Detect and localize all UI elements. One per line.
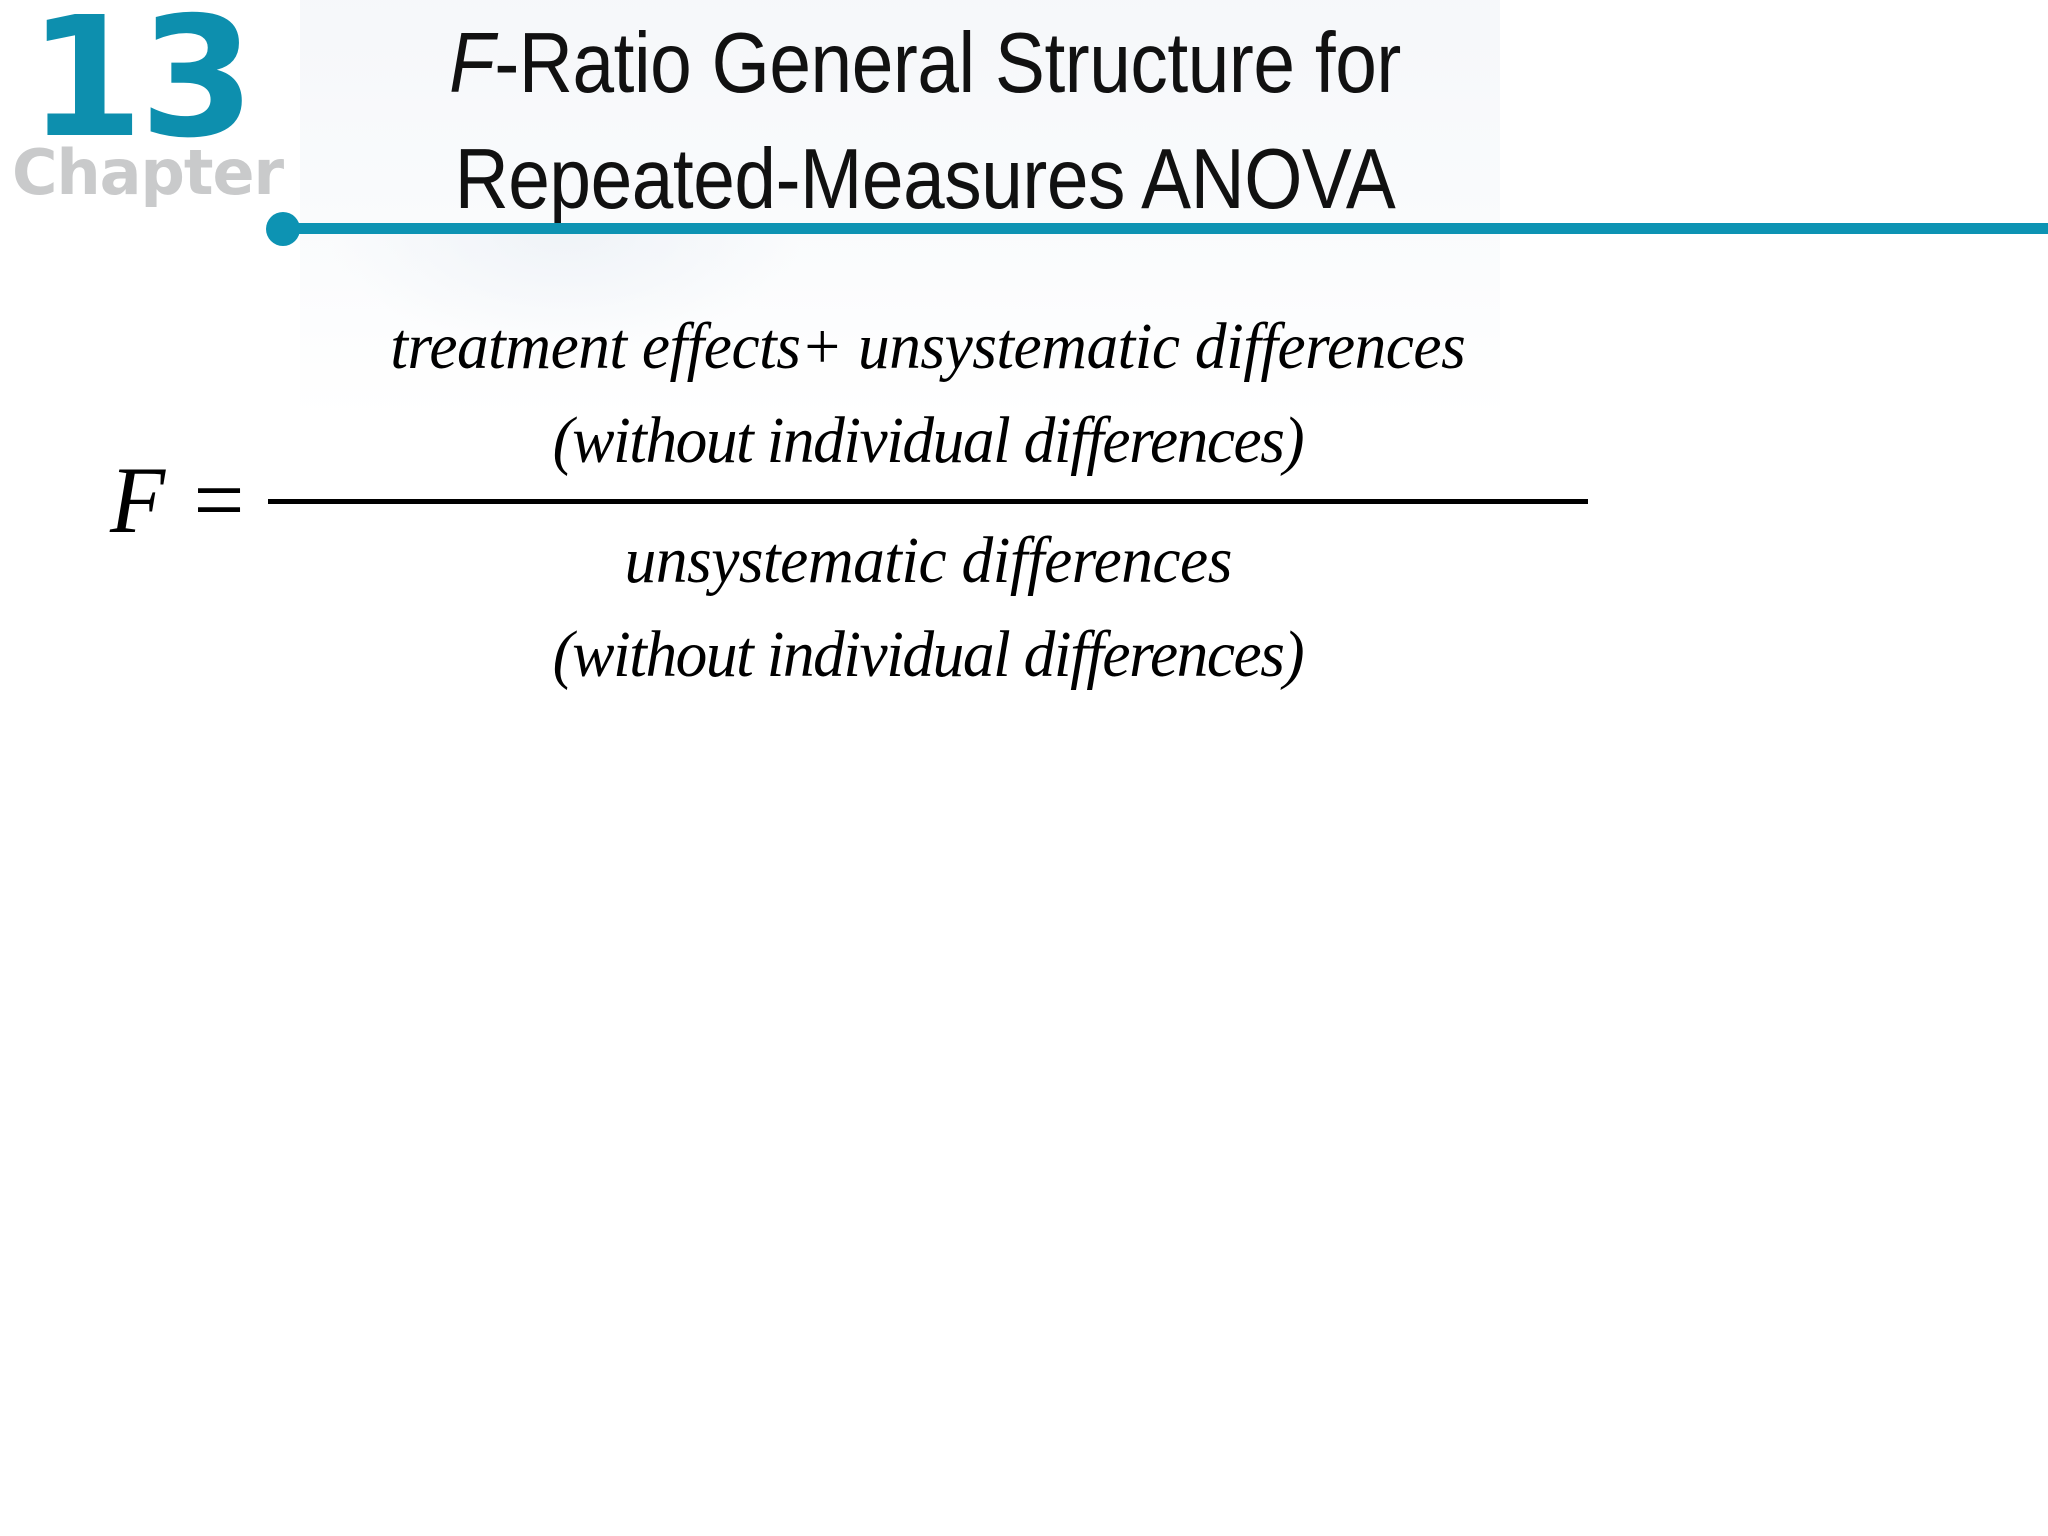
page-title-italic-f: F	[449, 16, 495, 111]
numerator-line-1: treatment effects+ unsystematic differen…	[390, 310, 1466, 383]
accent-divider	[266, 212, 2048, 252]
fraction-numerator: treatment effects+ unsystematic differen…	[268, 300, 1588, 487]
chapter-label: Chapter	[12, 136, 284, 210]
fraction-denominator: unsystematic differences (without indivi…	[268, 514, 1588, 701]
equation-row: F = treatment effects+ unsystematic diff…	[110, 300, 1710, 702]
chapter-badge: 13 Chapter	[10, 0, 284, 267]
page-title-line-1-rest: -Ratio General Structure for	[494, 16, 1401, 111]
fraction: treatment effects+ unsystematic differen…	[267, 300, 1588, 702]
formula-block: F = treatment effects+ unsystematic diff…	[0, 300, 2048, 940]
denominator-line-2: (without individual differences)	[552, 618, 1305, 692]
chapter-number: 13	[28, 0, 255, 175]
divider-line	[280, 223, 2048, 234]
page-title-line-2: Repeated-Measures ANOVA	[454, 131, 1396, 227]
equation-left-hand-side: F =	[110, 447, 249, 554]
numerator-line-2: (without individual differences)	[552, 403, 1305, 477]
denominator-line-1: unsystematic differences	[624, 524, 1232, 598]
fraction-bar	[267, 499, 1588, 505]
page-title-line-1: F-Ratio General Structure for	[410, 6, 1440, 122]
page-title: F-Ratio General Structure for Repeated-M…	[410, 6, 1440, 237]
